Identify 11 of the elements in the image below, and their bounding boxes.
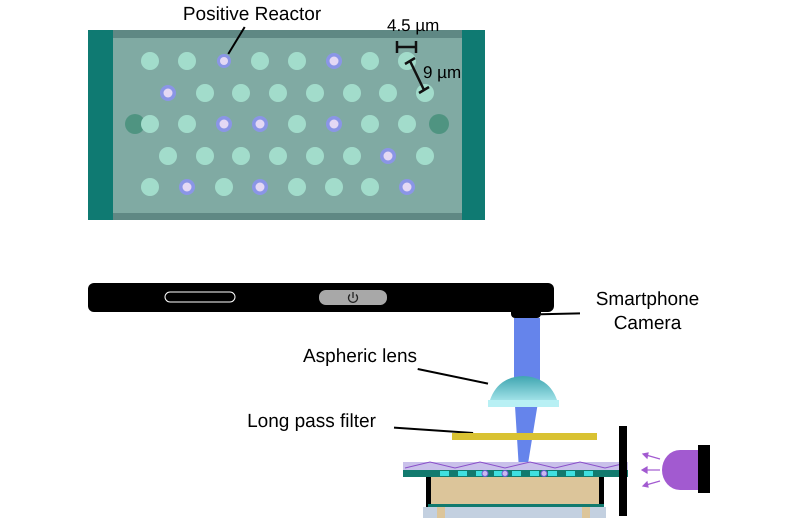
aspheric-lens bbox=[488, 374, 559, 408]
leader-line bbox=[540, 312, 580, 316]
callout-label: Long pass filter bbox=[247, 410, 376, 434]
callout-label: Aspheric lens bbox=[302, 345, 418, 369]
leader-line bbox=[418, 368, 488, 385]
leader-line bbox=[394, 426, 474, 434]
callout-label: Smartphone Camera bbox=[594, 288, 700, 336]
callout-label: Positive Reactor bbox=[182, 3, 322, 27]
dimension-label: 9 µm bbox=[423, 63, 462, 83]
filter-plate bbox=[452, 433, 597, 440]
camera-lens bbox=[511, 311, 541, 318]
